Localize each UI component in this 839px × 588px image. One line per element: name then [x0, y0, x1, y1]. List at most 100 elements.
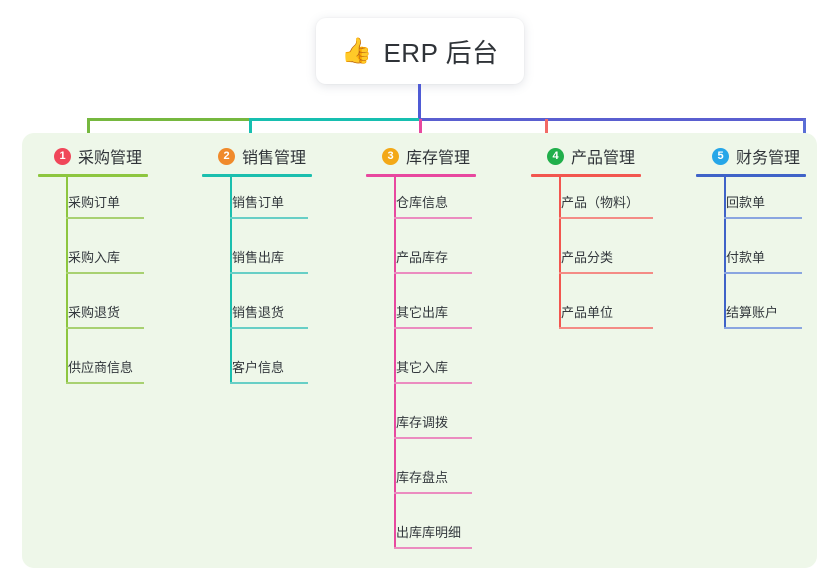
- list-item-label: 客户信息: [232, 360, 285, 375]
- column-2: 2 销售管理销售订单销售出库销售退货客户信息: [202, 143, 312, 397]
- list-item-rule: [724, 272, 802, 274]
- list-item-rule: [394, 382, 472, 384]
- list-item-label: 采购入库: [68, 250, 121, 265]
- branch-2: 销售订单销售出库销售退货客户信息: [202, 177, 312, 397]
- list-item[interactable]: 库存盘点: [366, 452, 476, 507]
- list-item-label: 仓库信息: [396, 195, 449, 210]
- list-item-rule: [66, 327, 144, 329]
- list-item-label: 产品单位: [561, 305, 614, 320]
- list-item-rule: [394, 492, 472, 494]
- connector-segment-green: [87, 118, 251, 121]
- column-5: 5 财务管理回款单付款单结算账户: [696, 143, 806, 342]
- list-item[interactable]: 销售退货: [202, 287, 312, 342]
- list-item-rule: [724, 327, 802, 329]
- column-header-rule-5: [696, 174, 806, 177]
- list-item-rule: [230, 217, 308, 219]
- column-header-3[interactable]: 3 库存管理: [366, 143, 476, 169]
- list-item-label: 回款单: [726, 195, 766, 210]
- list-item-rule: [230, 327, 308, 329]
- list-item[interactable]: 库存调拨: [366, 397, 476, 452]
- list-item-label: 采购订单: [68, 195, 121, 210]
- list-item-rule: [394, 437, 472, 439]
- connector-segment-blue: [419, 118, 806, 121]
- list-item-rule: [394, 547, 472, 549]
- thumbs-up-icon: 👍: [341, 36, 373, 65]
- column-title-3: 库存管理: [406, 150, 471, 167]
- column-header-4[interactable]: 4 产品管理: [531, 143, 641, 169]
- list-item-rule: [394, 327, 472, 329]
- list-item[interactable]: 仓库信息: [366, 177, 476, 232]
- list-item[interactable]: 出库库明细: [366, 507, 476, 562]
- column-title-2: 销售管理: [242, 150, 307, 167]
- page-title: ERP 后台: [383, 37, 499, 68]
- list-item[interactable]: 销售出库: [202, 232, 312, 287]
- list-item-label: 销售退货: [232, 305, 285, 320]
- branch-3: 仓库信息产品库存其它出库其它入库库存调拨库存盘点出库库明细: [366, 177, 476, 562]
- list-item[interactable]: 采购退货: [38, 287, 148, 342]
- list-item[interactable]: 客户信息: [202, 342, 312, 397]
- list-item[interactable]: 结算账户: [696, 287, 806, 342]
- column-badge-2: 2: [218, 147, 235, 165]
- branch-spine-3: [394, 177, 396, 549]
- list-item-label: 付款单: [726, 250, 766, 265]
- list-item[interactable]: 产品分类: [531, 232, 653, 287]
- list-item-label: 销售出库: [232, 250, 285, 265]
- list-item-rule: [559, 217, 653, 219]
- column-title-4: 产品管理: [571, 150, 636, 167]
- root-node-content: 👍 ERP 后台: [341, 33, 498, 70]
- list-item-label: 其它出库: [396, 305, 449, 320]
- list-item[interactable]: 产品库存: [366, 232, 476, 287]
- list-item-label: 其它入库: [396, 360, 449, 375]
- branch-4: 产品（物料） 产品分类产品单位: [531, 177, 653, 342]
- list-item-rule: [559, 272, 653, 274]
- column-header-5[interactable]: 5 财务管理: [696, 143, 806, 169]
- list-item-rule: [724, 217, 802, 219]
- list-item-rule: [230, 272, 308, 274]
- list-item[interactable]: 产品（物料）: [531, 177, 653, 232]
- list-item-rule: [230, 382, 308, 384]
- list-item[interactable]: 付款单: [696, 232, 806, 287]
- root-node[interactable]: 👍 ERP 后台: [316, 18, 524, 84]
- column-badge-5: 5: [712, 147, 729, 165]
- column-title-5: 财务管理: [736, 150, 801, 167]
- list-item[interactable]: 其它出库: [366, 287, 476, 342]
- branch-1: 采购订单采购入库采购退货供应商信息: [38, 177, 148, 397]
- list-item-label: 库存调拨: [396, 415, 449, 430]
- list-item-label: 采购退货: [68, 305, 121, 320]
- diagram-panel: [22, 133, 817, 568]
- list-item-rule: [394, 272, 472, 274]
- column-header-rule-2: [202, 174, 312, 177]
- connector-segment-teal: [249, 118, 420, 121]
- column-header-rule-4: [531, 174, 641, 177]
- column-badge-4: 4: [547, 147, 564, 165]
- list-item[interactable]: 回款单: [696, 177, 806, 232]
- branch-spine-1: [66, 177, 68, 384]
- branch-spine-4: [559, 177, 561, 329]
- list-item-label: 供应商信息: [68, 360, 134, 375]
- list-item[interactable]: 销售订单: [202, 177, 312, 232]
- list-item-label: 库存盘点: [396, 470, 449, 485]
- list-item-label: 结算账户: [726, 305, 779, 320]
- list-item-rule: [559, 327, 653, 329]
- list-item-rule: [66, 272, 144, 274]
- list-item-label: 出库库明细: [396, 525, 462, 540]
- list-item-rule: [66, 382, 144, 384]
- list-item-label: 销售订单: [232, 195, 285, 210]
- list-item[interactable]: 采购入库: [38, 232, 148, 287]
- column-badge-1: 1: [54, 147, 71, 165]
- list-item-label: 产品分类: [561, 250, 614, 265]
- list-item-label: 产品库存: [396, 250, 449, 265]
- branch-5: 回款单付款单结算账户: [696, 177, 806, 342]
- list-item[interactable]: 采购订单: [38, 177, 148, 232]
- list-item[interactable]: 产品单位: [531, 287, 653, 342]
- column-header-2[interactable]: 2 销售管理: [202, 143, 312, 169]
- list-item-rule: [66, 217, 144, 219]
- column-header-rule-3: [366, 174, 476, 177]
- column-badge-3: 3: [382, 147, 399, 165]
- list-item[interactable]: 供应商信息: [38, 342, 148, 397]
- list-item[interactable]: 其它入库: [366, 342, 476, 397]
- list-item-rule: [394, 217, 472, 219]
